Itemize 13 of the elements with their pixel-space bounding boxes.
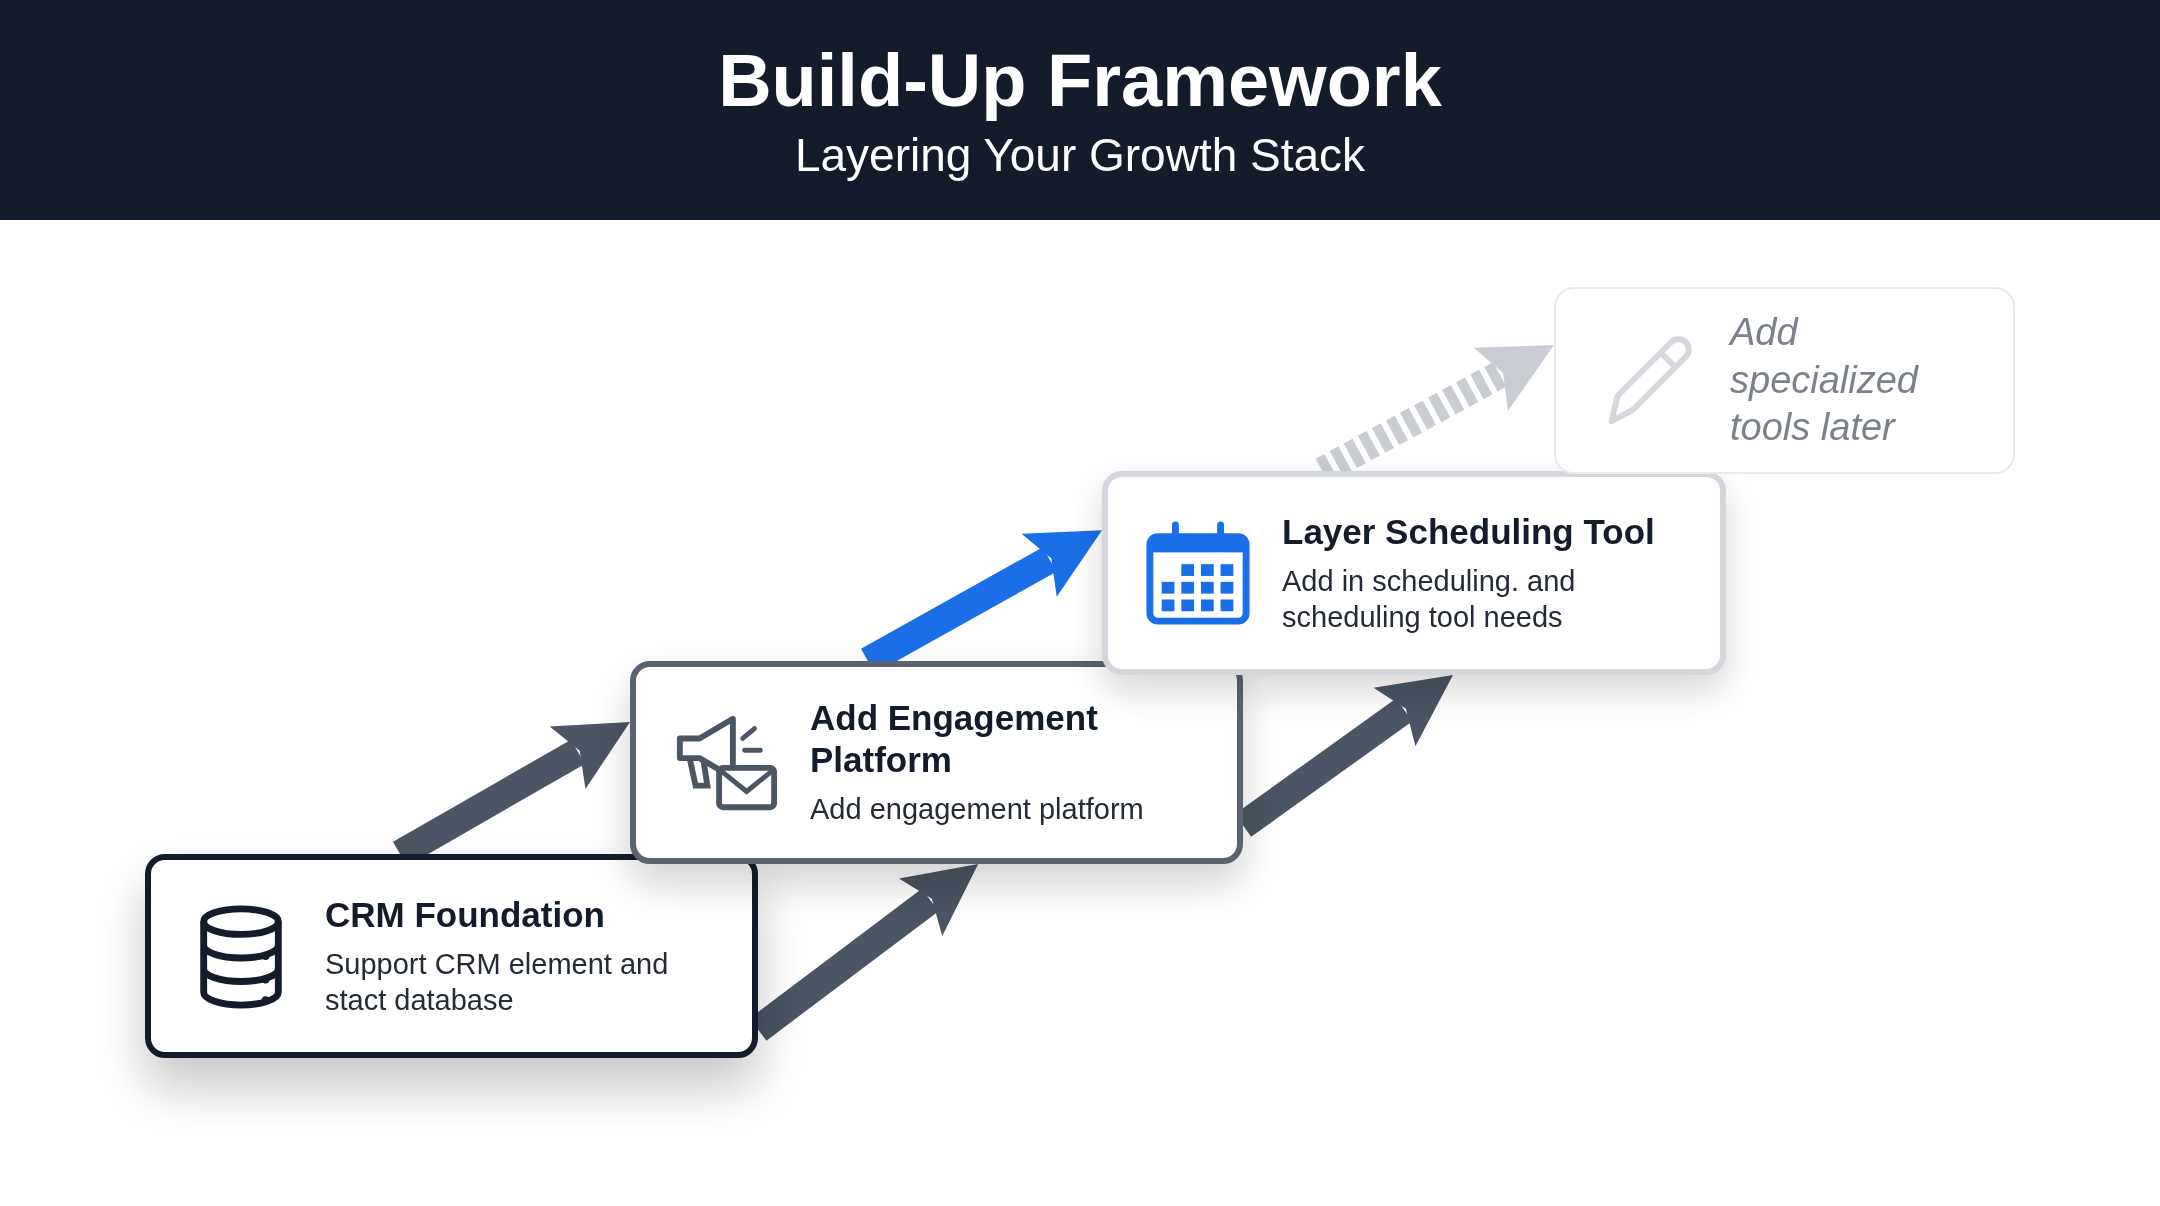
card-note: Add specialized tools later xyxy=(1730,310,1920,451)
card-description: Add engagement platform xyxy=(810,792,1145,828)
card-heading: CRM Foundation xyxy=(325,893,606,936)
subtitle: Layering Your Growth Stack xyxy=(793,128,1367,182)
step-card xyxy=(145,854,758,1058)
title: Build-Up Framework xyxy=(717,38,1443,123)
card-heading: Add Engagement Platform xyxy=(810,697,1099,782)
card-description: Support CRM element and stact database xyxy=(325,946,670,1018)
card-heading: Layer Scheduling Tool xyxy=(1282,510,1656,553)
note-card xyxy=(1554,287,2015,474)
step-card xyxy=(630,661,1243,864)
card-description: Add in scheduling. and scheduling tool needs xyxy=(1282,563,1577,635)
step-card xyxy=(1102,471,1726,675)
